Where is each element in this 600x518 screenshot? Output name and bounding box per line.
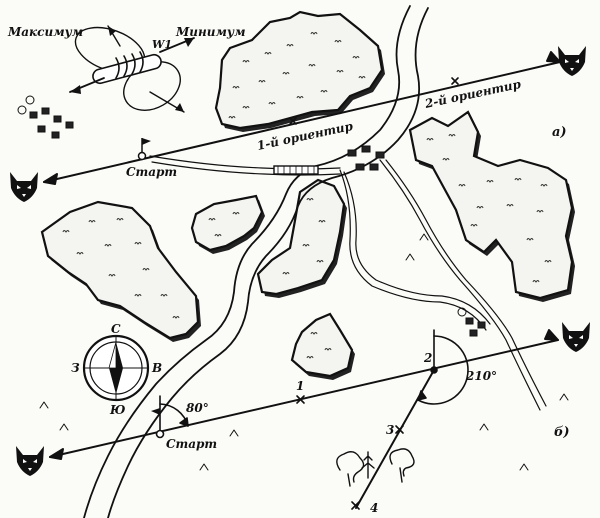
fox-head-icon [562,322,590,352]
fox-head-icon [16,446,44,476]
forest-small-bottom [290,312,355,380]
cross-landmark-1 [289,117,297,125]
label-angle-80: 80° [186,401,209,415]
bearing-arrow-a-right [546,51,561,63]
village-center [347,145,385,171]
roads [149,155,547,411]
bridge [273,165,319,175]
village-right [457,307,486,337]
label-antenna: W1 [152,38,172,51]
fox-head-icon [558,46,586,76]
bearing-arrow-a-left [43,173,58,185]
label-minimum: Минимум [175,25,245,39]
forest-middle-left [190,194,265,254]
bearing-line-a [43,61,561,183]
terrain-marks [39,233,569,471]
bearing-lines [43,51,561,509]
checkpoint-marks [289,77,459,510]
tree-icon [336,448,415,487]
fox-head-icon [10,172,38,202]
label-angle-210: 210° [465,369,497,383]
antenna-diagram [69,25,195,113]
bearing-arrow-b-right [544,329,559,341]
cross-landmark-2 [451,77,459,85]
compass-icon [82,334,150,402]
start-flag-icon [137,138,151,161]
compass-south-label: Ю [109,403,125,417]
cross-point-1 [296,395,305,404]
angle-210-arc [417,329,469,405]
forest-left [40,200,201,342]
compass-east-label: В [151,361,162,375]
bearing-line-210 [355,369,435,509]
forest-center [256,178,347,298]
cross-point-4 [351,501,360,510]
compass-west-label: З [71,361,80,375]
label-diagram-a: а) [552,125,567,140]
start-flag-icon [151,408,160,415]
angle-80-arc [155,395,189,439]
river [83,5,429,518]
label-start-bottom: Старт [166,437,217,451]
label-point-4: 4 [370,501,378,515]
label-diagram-b: б) [554,425,570,440]
forest-right [408,110,575,302]
bearing-arrow-b-left [49,448,64,460]
label-start-top: Старт [126,165,177,179]
village-left [17,95,74,139]
compass-north-label: С [111,322,121,336]
label-point-3: 3 [386,423,394,437]
label-maximum: Максимум [7,25,83,39]
label-point-2: 2 [423,351,432,365]
cross-point-3 [395,425,404,434]
label-point-1: 1 [296,379,304,393]
bearing-line-b [49,339,559,458]
